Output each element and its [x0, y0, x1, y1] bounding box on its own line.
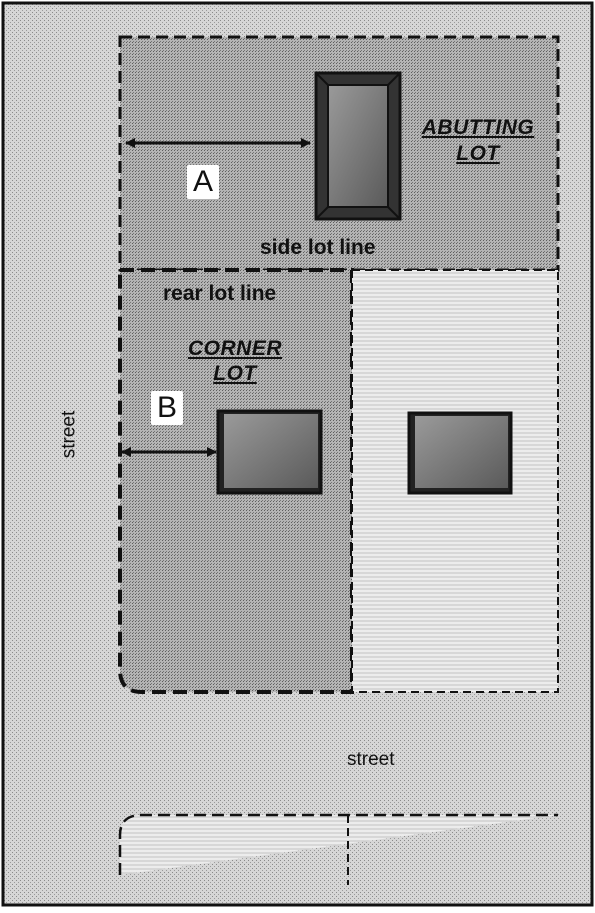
- abutting-lot-label: ABUTTING LOT: [403, 117, 553, 164]
- corner-lot-label-line1: CORNER: [187, 337, 282, 360]
- abutting-lot-building: [314, 71, 402, 221]
- side-lot-line-label: side lot line: [260, 236, 376, 259]
- street-label-left: street: [58, 410, 80, 459]
- corner-lot-label-line2: LOT: [213, 362, 257, 385]
- rear-lot-line-label: rear lot line: [163, 282, 277, 305]
- interior-lot-building: [407, 411, 513, 495]
- corner-lot-building: [216, 409, 323, 495]
- corner-lot-label: CORNER LOT: [160, 338, 310, 384]
- lower-lot-outline: [118, 813, 558, 875]
- abutting-lot-label-line1: ABUTTING: [421, 116, 535, 139]
- distance-b-label: B: [151, 391, 184, 425]
- abutting-lot-label-line2: LOT: [456, 142, 500, 165]
- street-label-bottom: street: [347, 749, 395, 770]
- distance-a-label: A: [187, 165, 220, 199]
